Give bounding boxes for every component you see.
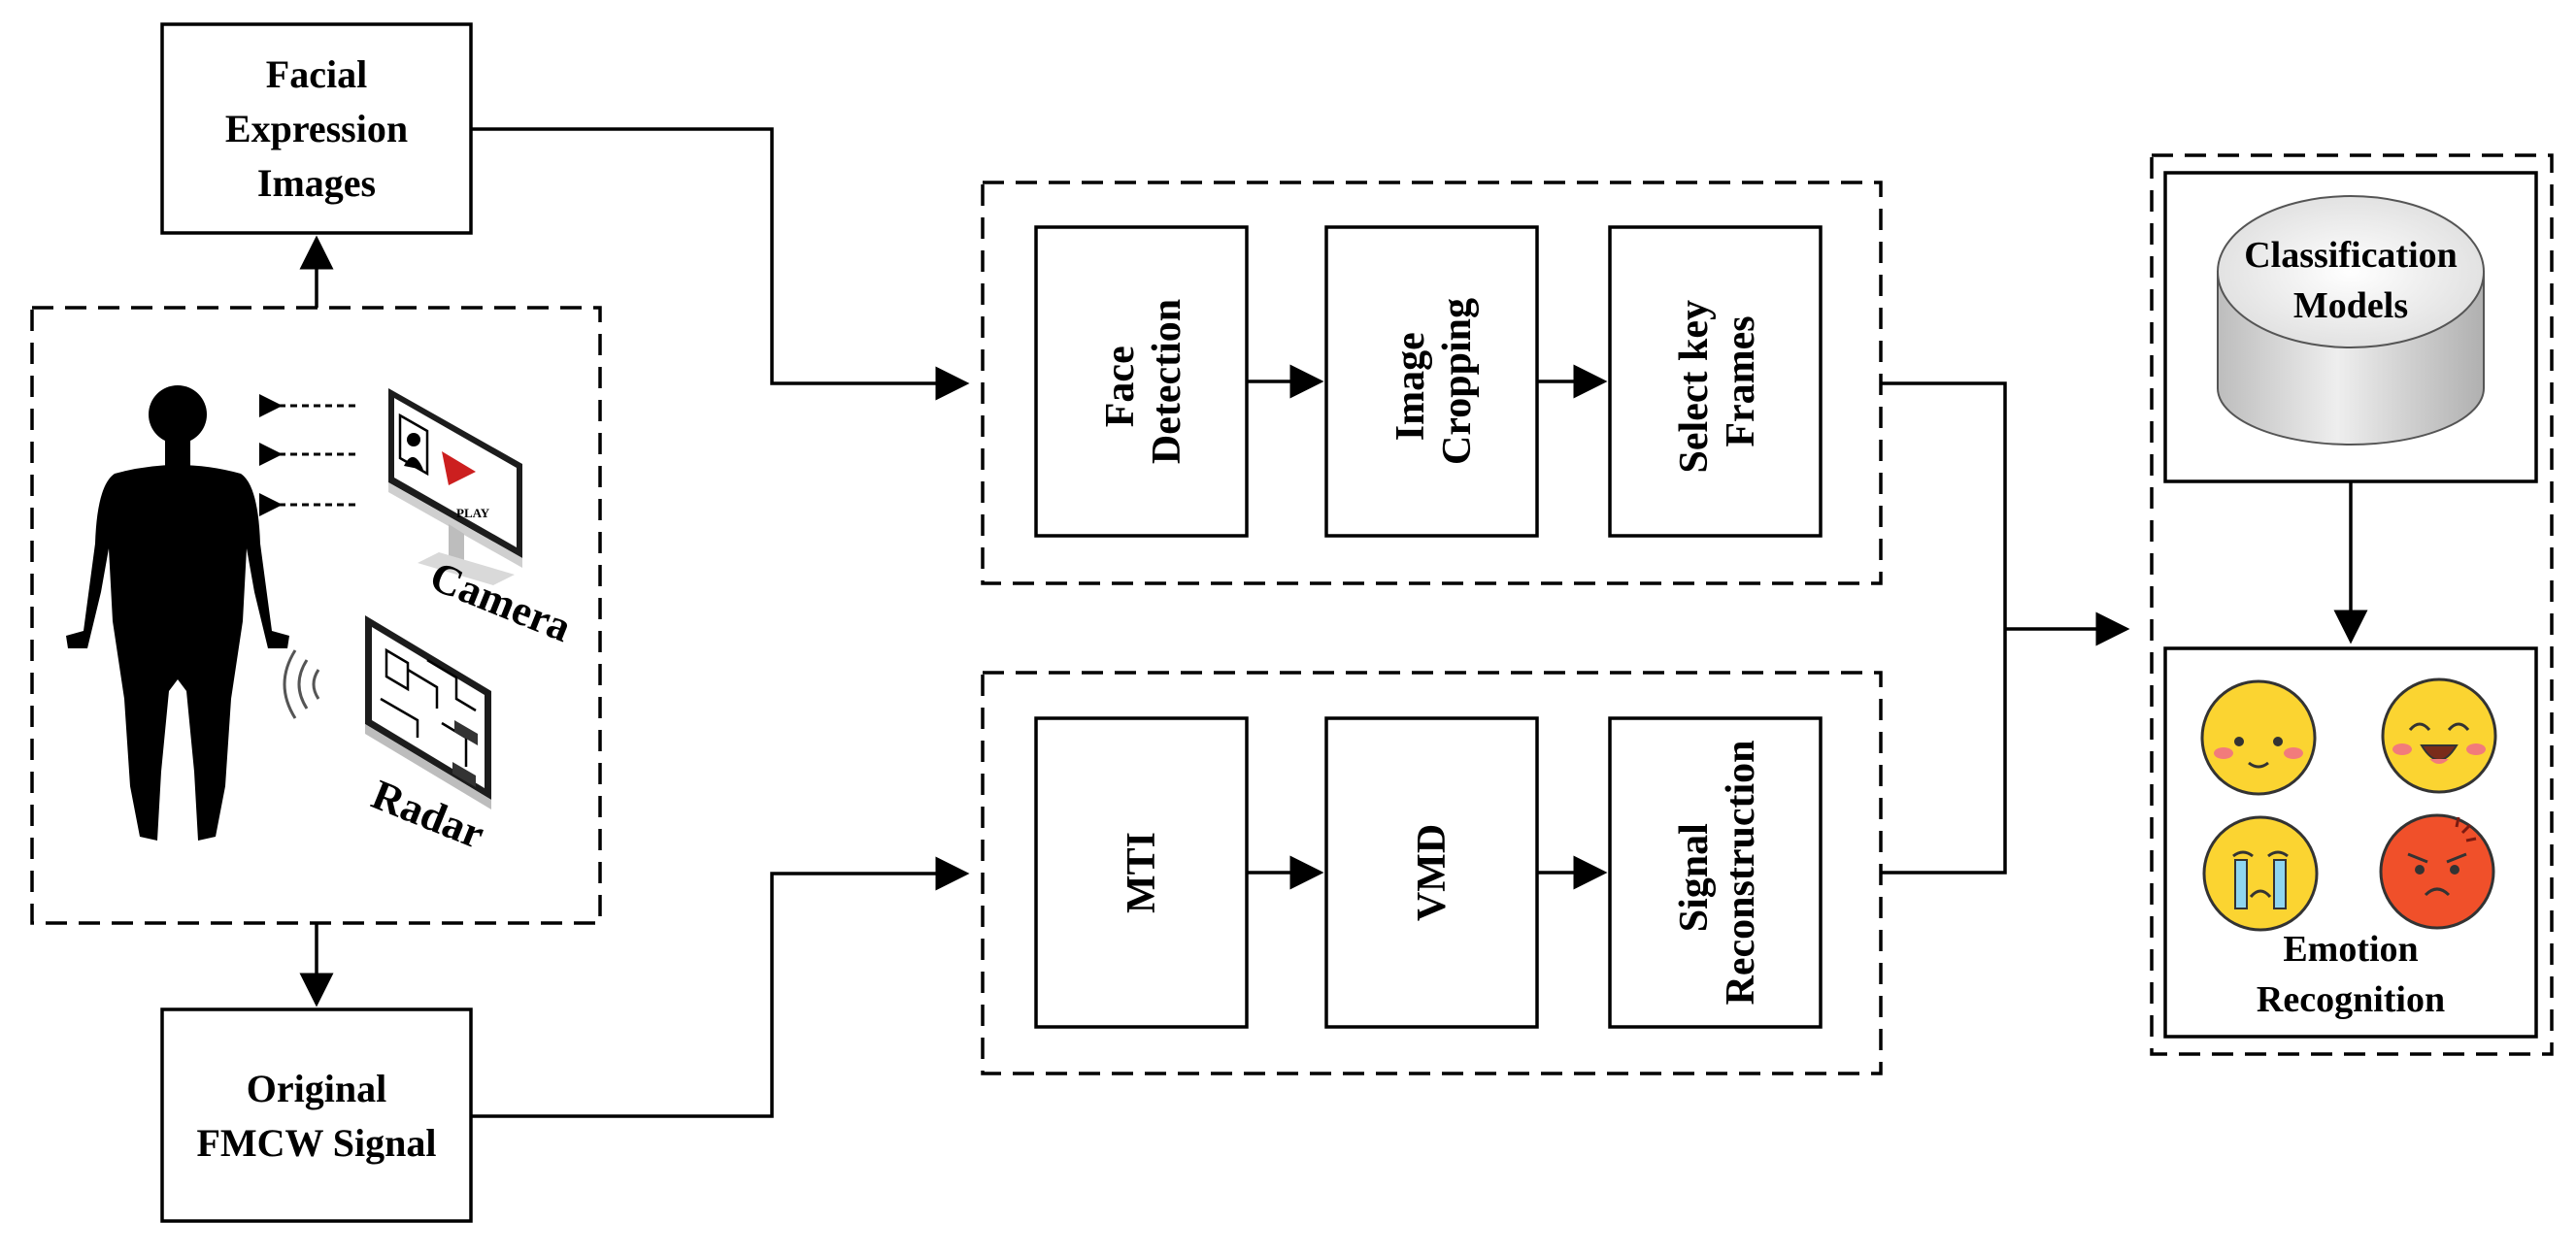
facial-images-label-line3: Images (257, 161, 376, 205)
vmd-step: VMD (1324, 716, 1539, 1029)
image-cropping-line1: Image (1388, 332, 1433, 441)
svg-text:VMD: VMD (1410, 824, 1455, 921)
signal-reconstruction-step: Signal Reconstruction (1608, 716, 1823, 1029)
signal-reconstruction-line1: Signal (1672, 823, 1717, 932)
face-detection-line2: Detection (1145, 299, 1189, 464)
sensing-scene: PLAY Camera Radar (30, 306, 602, 925)
facial-images-label-line1: Facial (266, 52, 367, 96)
facial-expression-images-box: Facial Expression Images (160, 22, 473, 235)
svg-text:Signal Reconstruction: Signal Reconstruction (1672, 741, 1763, 1006)
camera-label: Camera (423, 552, 578, 651)
mti-label: MTI (1120, 832, 1164, 913)
human-silhouette-icon (66, 385, 289, 841)
emotion-recognition-box: Emotion Recognition (2163, 646, 2538, 1039)
classification-block: Classification Models (2150, 153, 2554, 1056)
radar-processing-pipeline: MTI VMD Signal Reconstruction (981, 671, 1883, 1075)
svg-text:Select key Frames: Select key Frames (1672, 290, 1763, 474)
svg-text:Face Detection: Face Detection (1098, 299, 1189, 464)
face-detection-step: Face Detection (1034, 225, 1249, 538)
select-key-frames-line1: Select key (1672, 300, 1717, 473)
monitor-play-text: PLAY (456, 506, 490, 520)
classification-models-line1: Classification (2244, 235, 2458, 276)
classification-models-line2: Models (2293, 285, 2408, 326)
crying-face-icon (2202, 815, 2319, 932)
original-fmcw-signal-box: Original FMCW Signal (160, 1007, 473, 1223)
images-to-video-pipeline-arrow (471, 127, 970, 401)
radar-wave-icon (283, 649, 320, 719)
emotion-recognition-line2: Recognition (2257, 979, 2445, 1020)
fmcw-to-radar-pipeline-arrow (471, 856, 970, 1118)
face-detection-line1: Face (1098, 346, 1143, 427)
mti-step: MTI (1034, 716, 1249, 1029)
classification-models-box: Classification Models (2163, 171, 2538, 483)
image-cropping-line2: Cropping (1435, 298, 1480, 465)
fmcw-label-line2: FMCW Signal (196, 1121, 436, 1165)
vmd-label: VMD (1410, 824, 1455, 921)
select-key-frames-line2: Frames (1719, 315, 1763, 446)
happy-face-icon (2381, 677, 2497, 794)
select-key-frames-step: Select key Frames (1608, 225, 1823, 538)
pipelines-merge-line (1881, 381, 2007, 875)
image-cropping-step: Image Cropping (1324, 225, 1539, 538)
signal-reconstruction-line2: Reconstruction (1719, 741, 1763, 1006)
svg-text:MTI: MTI (1120, 832, 1164, 913)
video-processing-pipeline: Face Detection Image Cropping Select key… (981, 181, 1883, 585)
radar-board-icon (365, 615, 491, 809)
facial-images-label-line2: Expression (225, 107, 408, 150)
camera-view-arrows (259, 394, 355, 516)
fmcw-label-line1: Original (247, 1067, 386, 1110)
database-cylinder-icon (2217, 195, 2485, 446)
emotion-recognition-line1: Emotion (2283, 929, 2418, 970)
camera-monitor-icon: PLAY (388, 388, 522, 585)
svg-text:Image Cropping: Image Cropping (1388, 298, 1480, 465)
angry-face-icon (2379, 813, 2495, 930)
calm-face-icon (2200, 679, 2317, 796)
